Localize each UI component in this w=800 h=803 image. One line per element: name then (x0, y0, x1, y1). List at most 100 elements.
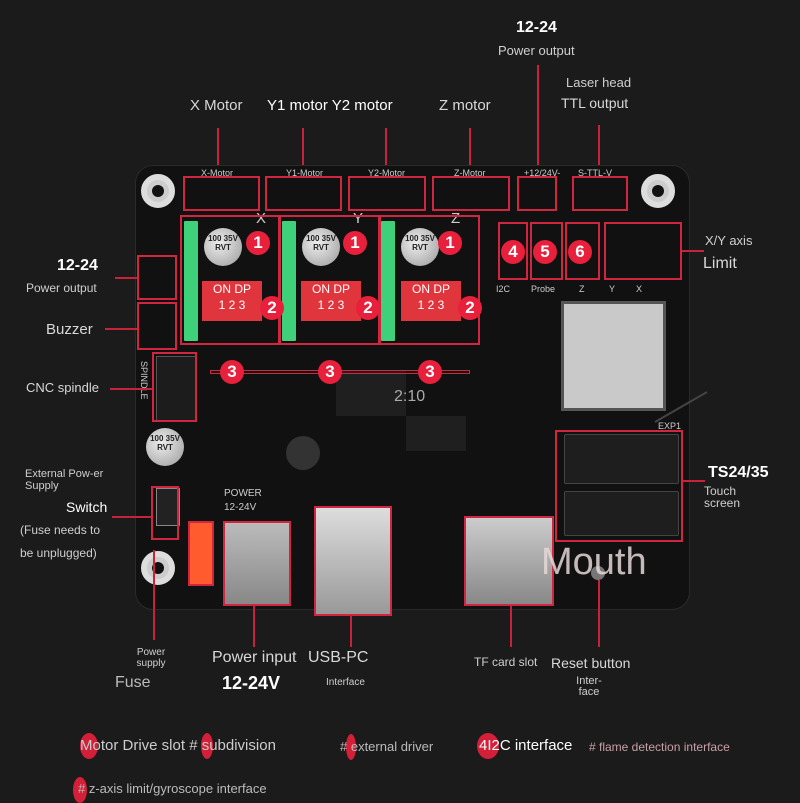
label-cnc-spindle: CNC spindle (26, 380, 99, 395)
callout-line (253, 605, 255, 647)
legend-external-driver: # external driver (340, 739, 434, 754)
reset-button[interactable] (591, 566, 605, 580)
callout-line (112, 516, 151, 518)
marker-2: 2 (260, 296, 284, 320)
label-power-voltage: 12-24V (222, 673, 281, 693)
silk-y1-motor: Y1-Motor (286, 168, 324, 178)
label-laser-head: Laser head (566, 75, 632, 90)
wifi-module (561, 301, 666, 411)
label-fuse-note: (Fuse needs to (20, 523, 101, 537)
label-left-power-voltage: 12-24 (57, 257, 98, 274)
marker-6: 6 (568, 240, 592, 264)
inductor (286, 436, 320, 470)
tf-card-slot[interactable] (464, 516, 554, 606)
label-usb-pc: USB-PC (308, 649, 369, 666)
mount-hole (641, 174, 675, 208)
label-power-output-voltage: 12-24 (516, 19, 557, 36)
driver-slot-y (279, 215, 380, 345)
marker-4: 4 (501, 240, 525, 264)
y1-motor-connector (265, 176, 342, 211)
mount-hole (141, 174, 175, 208)
label-fuse-note: be unplugged) (20, 546, 97, 560)
power-input-jack[interactable] (223, 521, 291, 606)
exp-connector (555, 430, 683, 542)
marker-5: 5 (533, 240, 557, 264)
power-switch[interactable] (156, 488, 180, 526)
legend-marker (73, 777, 87, 803)
x-motor-connector (183, 176, 260, 211)
marker-1: 1 (438, 231, 462, 255)
callout-line (217, 128, 219, 178)
exp-header (564, 491, 679, 536)
callout-line (598, 580, 600, 647)
callout-line (598, 125, 600, 178)
label-power-output: Power output (498, 43, 575, 58)
label-tf-card-slot: TF card slot (474, 655, 538, 669)
label-switch: Switch (66, 499, 108, 515)
marker-2: 2 (458, 296, 482, 320)
label-z-motor: Z motor (439, 97, 491, 114)
callout-line (682, 250, 704, 252)
label-limit: Limit (703, 255, 737, 272)
marker-1: 1 (246, 231, 270, 255)
callout-line (537, 65, 539, 178)
z-motor-connector (432, 176, 510, 211)
marker-3: 3 (418, 360, 442, 384)
legend-z-axis-limit: # z-axis limit/gyroscope interface (78, 781, 267, 796)
legend-marker (80, 733, 98, 759)
label-ttl-output: TTL output (561, 95, 629, 111)
label-reset-interface: Inter-face (576, 675, 602, 698)
mount-hole (141, 551, 175, 585)
marker-2: 2 (356, 296, 380, 320)
spindle-connector (152, 352, 197, 422)
label-external-power-supply: External Pow-er Supply (25, 468, 104, 492)
callout-line (469, 128, 471, 178)
capacitor: 100 35V RVT (302, 228, 340, 266)
label-power-supply: Power supply (136, 647, 166, 669)
watermark: 2:10 (394, 388, 426, 405)
xy-limit-connector (604, 222, 682, 280)
chip (406, 416, 466, 451)
legend-motor-drive: Motor Drive slot # subdivision (80, 737, 276, 754)
label-x-motor: X Motor (190, 97, 243, 114)
z-limit-connector (565, 222, 600, 280)
label-fuse: Fuse (115, 674, 151, 691)
driver-slot-z (379, 215, 480, 345)
label-left-power-output: Power output (26, 281, 97, 295)
overlay-mouth: Mouth (541, 541, 647, 583)
marker-1: 1 (343, 231, 367, 255)
marker-3: 3 (318, 360, 342, 384)
silk-ttl: S-TTL-V (578, 168, 613, 178)
silk-power: +12/24V- (524, 168, 561, 178)
silk-z: Z (579, 284, 585, 294)
label-ts24-35: TS24/35 (708, 464, 769, 481)
label-usb-interface: Interface (326, 677, 365, 688)
silk-power-input: POWER (224, 488, 262, 499)
callout-line (302, 128, 304, 178)
probe-connector (530, 222, 563, 280)
fuse[interactable] (188, 521, 214, 586)
capacitor: 100 35V RVT (146, 428, 184, 466)
legend-i2c: 4I2C interface (479, 737, 573, 754)
i2c-connector (498, 222, 528, 280)
callout-line (385, 128, 387, 178)
ttl-output-connector (572, 176, 628, 211)
power-output-connector (517, 176, 557, 211)
silk-power-voltage: 12-24V (224, 502, 257, 513)
silk-probe: Probe (531, 284, 556, 294)
silk-i2c: I2C (496, 284, 511, 294)
silk-z-motor: Z-Motor (454, 168, 486, 178)
callout-line (350, 615, 352, 647)
legend-marker (201, 733, 213, 759)
silk-axis-y: Y (353, 210, 364, 227)
marker-3: 3 (220, 360, 244, 384)
driver-header (381, 221, 395, 341)
buzzer-connector (137, 302, 177, 350)
usb-port[interactable] (314, 506, 392, 616)
silk-axis-z: Z (451, 210, 461, 227)
capacitor: 100 35V RVT (401, 228, 439, 266)
